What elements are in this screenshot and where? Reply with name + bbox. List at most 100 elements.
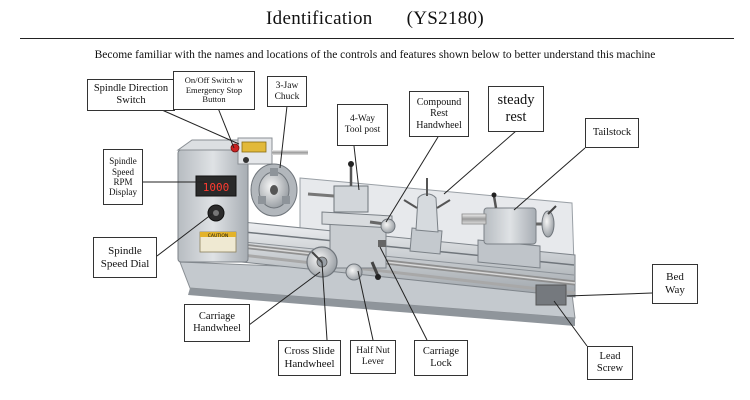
speed-dial-center <box>213 210 219 216</box>
leader-on-off <box>217 107 235 149</box>
leader-half-nut <box>357 270 374 341</box>
leader-carriage-handwheel <box>248 271 321 326</box>
label-line: Screw <box>596 363 624 374</box>
title-divider <box>20 38 734 39</box>
leader-spindle-direction <box>161 109 240 145</box>
chuck-jaw-3 <box>282 196 290 204</box>
leader-lead-screw <box>553 300 588 347</box>
leader-cross-slide <box>321 261 328 341</box>
steady-rest-finger-left <box>403 199 418 209</box>
label-line: Emergency Stop <box>185 84 243 95</box>
feed-rod <box>241 253 576 295</box>
emergency-stop-button[interactable] <box>230 143 240 153</box>
tailstock-lock-knob <box>491 192 497 198</box>
label-line: RPM <box>113 177 133 187</box>
label-line: Lever <box>361 357 385 367</box>
label-line: 4-Way <box>349 114 376 125</box>
label-line: Half Nut <box>356 346 390 357</box>
tailstock-lock-lever <box>492 195 498 209</box>
label-line: Bed <box>666 271 684 284</box>
spindle-through-bar <box>272 150 308 155</box>
chuck-jaw-2 <box>258 196 266 204</box>
label-line: Switch <box>116 95 146 106</box>
label-line: Spindle Direction <box>93 82 169 94</box>
tailstock-handwheel[interactable] <box>541 210 555 238</box>
bed-way-line-mid <box>243 241 575 276</box>
caution-plate-text: CAUTION <box>208 233 229 239</box>
direction-switch-knob[interactable] <box>243 157 249 163</box>
label-line: Handwheel <box>416 119 462 131</box>
label-text: Tailstock <box>593 127 631 139</box>
label-tailstock: Tailstock <box>585 118 639 148</box>
label-line: steady <box>497 92 535 109</box>
tailstock-body <box>483 207 537 245</box>
cross-slide-wheel[interactable] <box>345 263 363 281</box>
label-line: Speed <box>112 166 134 177</box>
label-line: Carriage <box>198 310 236 322</box>
base-edge <box>188 288 575 326</box>
title-text: Identification <box>266 8 373 29</box>
page-title: Identification(YS2180) <box>0 8 750 30</box>
label-line: Spindle <box>109 156 137 167</box>
tool-post <box>333 185 369 213</box>
label-line: Cross Slide <box>284 345 335 358</box>
half-nut-lever[interactable] <box>370 261 380 277</box>
leader-carriage-lock <box>379 246 428 341</box>
tailstock-handwheel-handle <box>547 205 557 215</box>
label-line: Compound <box>416 96 462 108</box>
cutting-tool <box>307 192 335 198</box>
carriage-handwheel-handle <box>311 251 323 263</box>
tool-post-handle-ball <box>348 161 354 167</box>
label-line: Lead <box>599 350 621 362</box>
lead-screw-highlight <box>241 245 576 284</box>
label-line: rest <box>505 109 527 125</box>
compound-handwheel[interactable] <box>380 218 396 234</box>
label-line: Handwheel <box>284 358 335 370</box>
label-line: Lock <box>430 358 452 369</box>
label-line: Display <box>109 187 137 198</box>
half-nut-lever-knob <box>375 274 381 280</box>
leader-tool-post <box>353 145 360 191</box>
intro-text: Become familiar with the names and locat… <box>94 49 656 61</box>
label-line: Handwheel <box>193 323 241 334</box>
leader-speed-dial <box>156 213 213 257</box>
leader-compound <box>385 136 439 223</box>
tailstock-quill <box>461 213 487 225</box>
steady-rest-finger-right <box>436 199 451 209</box>
label-line: Spindle <box>108 244 142 257</box>
label-line: Rest <box>430 108 448 120</box>
carriage-lock-bolt[interactable] <box>378 240 386 247</box>
label-line: On/Off Switch w <box>184 74 244 85</box>
leader-bed-way <box>566 292 653 297</box>
leader-tailstock <box>513 147 586 211</box>
bed-end-bracket <box>535 284 567 306</box>
rpm-display-panel <box>195 175 237 197</box>
warning-sticker <box>241 141 267 153</box>
label-line: Tool post <box>344 125 381 135</box>
steady-rest-frame <box>415 193 439 233</box>
chuck-jaw-1 <box>270 168 278 176</box>
